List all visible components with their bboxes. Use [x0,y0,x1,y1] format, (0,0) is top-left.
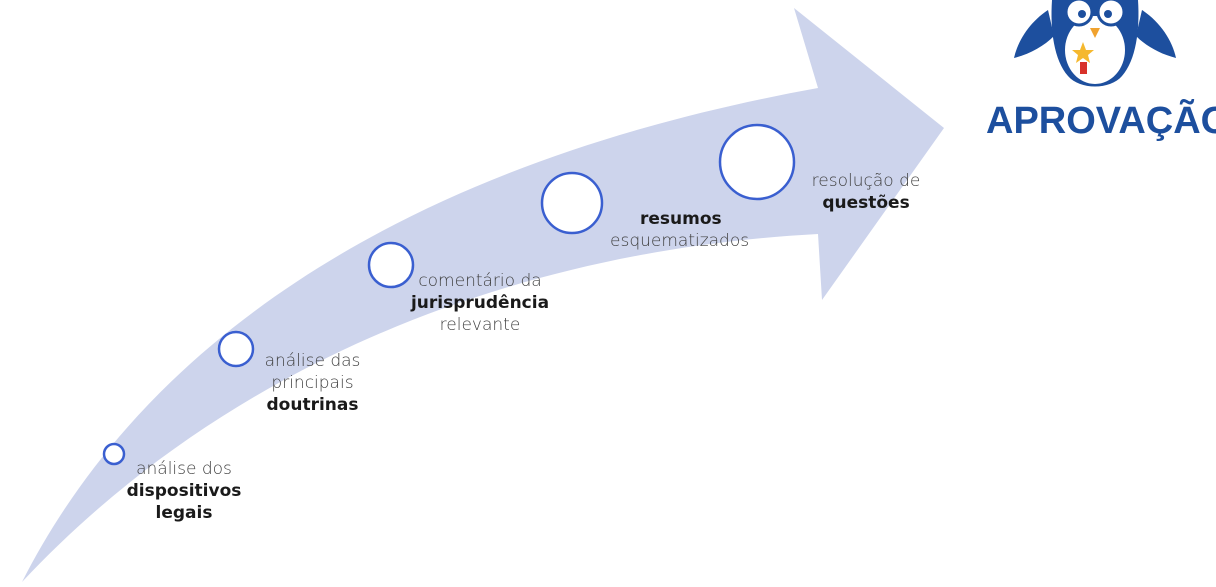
approval-title: APROVAÇÃO [986,100,1216,142]
step-2-keyword: doutrinas [266,395,359,415]
step-5-text: resolução de [811,171,921,191]
step-label-5: resolução de questões [796,170,936,214]
step-1-keyword: dispositivos [126,481,242,501]
step-4-keyword: resumos [640,209,722,229]
step-1-text: análise dos [136,459,232,479]
step-label-3: comentário da jurisprudência relevante [410,270,550,336]
step-4-text-end: esquematizados [610,231,750,251]
step-1-text-end: legais [155,503,213,523]
step-label-4: resumos esquematizados [600,208,780,252]
step-2-text-mid: principais [271,373,354,393]
step-label-2: análise das principais doutrinas [250,350,375,416]
step-3-text-end: relevante [439,315,521,335]
step-5-keyword: questões [822,193,910,213]
step-3-keyword: jurisprudência [410,293,550,313]
curved-arrow [22,8,944,582]
owl-mascot-icon [1014,0,1176,87]
step-circle-3 [367,241,415,289]
step-label-1: análise dos dispositivos legais [114,458,254,524]
step-circle-2 [217,330,255,368]
step-3-text: comentário da [418,271,542,291]
step-circle-5 [718,123,796,201]
step-circle-4 [540,171,604,235]
step-2-text: análise das [264,351,361,371]
step-circle-1 [102,442,126,466]
